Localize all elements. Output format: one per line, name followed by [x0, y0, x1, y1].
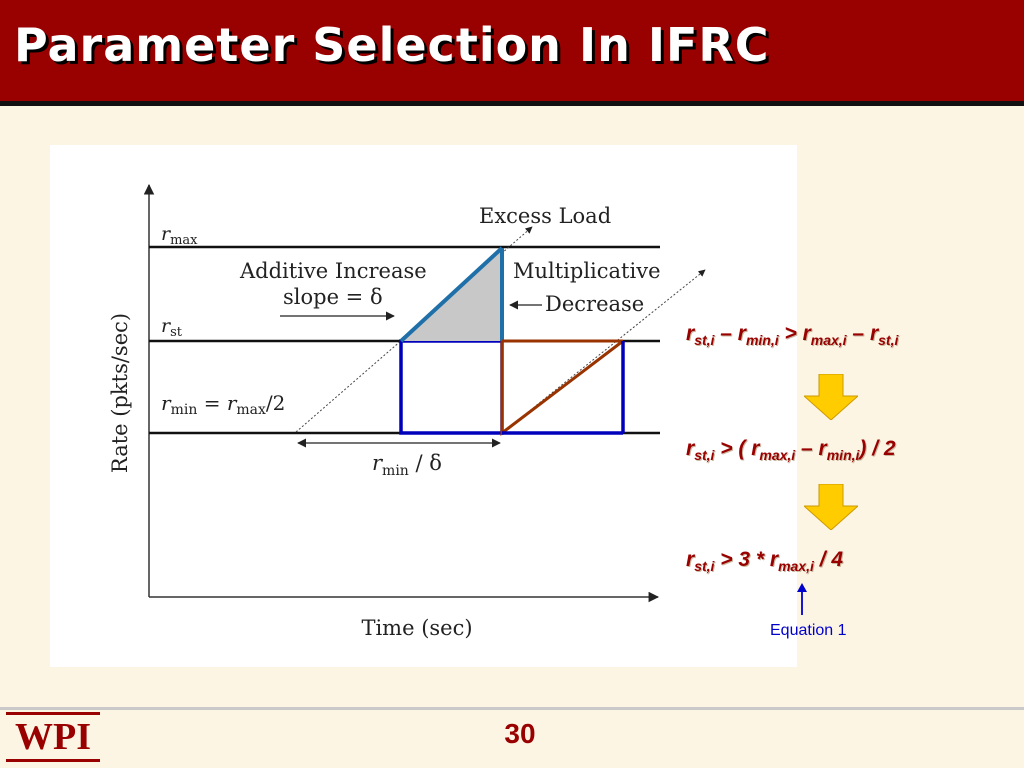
- decrease-dotted-line: [501, 269, 706, 434]
- additive-increase-label: Additive Increase: [239, 259, 427, 283]
- diagram-svg: rmax rst rmin = rmax/2 Excess Load Addit…: [108, 183, 706, 640]
- x-axis-label: Time (sec): [361, 616, 472, 640]
- equation-step-2: rst,i > ( rmax,i – rmin,i) / 2: [686, 437, 896, 463]
- up-arrow-icon: [797, 583, 807, 615]
- slope-label: slope = δ: [283, 285, 383, 309]
- y-axis-label: Rate (pkts/sec): [108, 313, 132, 473]
- aimd-diagram: rmax rst rmin = rmax/2 Excess Load Addit…: [50, 145, 797, 667]
- wpi-logo: WPI: [6, 712, 100, 762]
- excess-load-label: Excess Load: [479, 204, 611, 228]
- additive-increase-line: [399, 246, 504, 343]
- title-bar: Parameter Selection In IFRC: [0, 0, 1024, 106]
- equation-label: Equation 1: [770, 622, 847, 639]
- brown-sawtooth: [500, 339, 624, 437]
- rmin-label: rmin = rmax/2: [161, 391, 285, 418]
- blue-rect: [399, 339, 504, 435]
- interval-label: rmin / δ: [372, 451, 442, 479]
- multiplicative-label: Multiplicative: [513, 259, 661, 283]
- down-arrow-icon: [804, 374, 858, 420]
- page-number: 30: [504, 718, 536, 749]
- footer-divider: [0, 707, 1024, 710]
- slide-title: Parameter Selection In IFRC: [14, 18, 770, 72]
- down-arrow-icon: [804, 484, 858, 530]
- equation-step-3: rst,i > 3 * rmax,i / 4: [686, 548, 844, 574]
- rst-label: rst: [161, 315, 183, 340]
- equation-step-1: rst,i – rmin,i > rmax,i – rst,i: [686, 322, 899, 348]
- decrease-label: Decrease: [545, 292, 644, 316]
- rmax-label: rmax: [161, 223, 198, 248]
